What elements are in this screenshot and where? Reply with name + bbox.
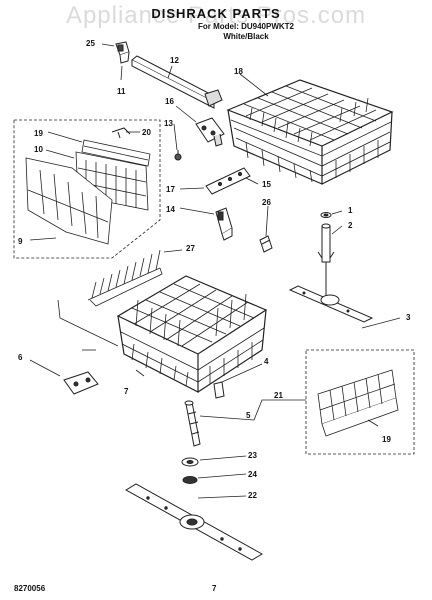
callout-26: 26 [262, 198, 271, 207]
diagram-title: DISHRACK PARTS [151, 6, 281, 21]
dashed-group-box [13, 119, 161, 259]
callout-24: 24 [248, 470, 257, 479]
part-7-lower-rack [116, 275, 268, 393]
callout-15: 15 [262, 180, 271, 189]
callout-11: 11 [117, 87, 126, 96]
part-20-latch [111, 127, 131, 139]
part-23-washer [181, 457, 199, 467]
callout-19-upper: 19 [34, 129, 43, 138]
callout-12: 12 [170, 56, 179, 65]
callout-4: 4 [264, 357, 269, 366]
callout-19-lower: 19 [382, 435, 391, 444]
callout-1: 1 [348, 206, 353, 215]
part-26-clip [259, 235, 273, 253]
part-22-lower-spray-arm [125, 483, 263, 561]
callout-16: 16 [165, 97, 174, 106]
callout-2: 2 [348, 221, 353, 230]
footer-code: 8270056 [14, 584, 46, 593]
callout-10: 10 [34, 145, 43, 154]
model-subtitle: For Model: DU940PWKT2 [197, 22, 294, 31]
callout-20: 20 [142, 128, 151, 137]
part-14-bracket [215, 207, 233, 241]
part-27-tines [87, 249, 163, 307]
part-9-basket-body [25, 157, 113, 245]
callout-14: 14 [166, 205, 175, 214]
callout-18: 18 [234, 67, 243, 76]
part-5-tube [184, 400, 201, 447]
part-2-manifold [317, 223, 335, 263]
callout-23: 23 [248, 451, 257, 460]
part-25-clip [115, 41, 130, 64]
part-1-nut [320, 212, 332, 218]
callout-5: 5 [246, 411, 251, 420]
part-24-ring [182, 476, 198, 484]
part-4-wheel [213, 381, 225, 399]
callout-27: 27 [186, 244, 195, 253]
callout-numbers: 25 11 12 16 13 18 19 20 10 15 17 14 26 2… [18, 39, 411, 500]
part-3-upper-spray-arm [288, 262, 374, 323]
color-subtitle: White/Black [223, 32, 269, 41]
callout-13: 13 [164, 119, 173, 128]
watermark: Appliance Parts Pros.com [65, 2, 367, 29]
part-13-screw [174, 150, 182, 161]
leader-lines [29, 43, 401, 499]
callout-3: 3 [406, 313, 411, 322]
part-19-cover [81, 139, 151, 167]
callout-7: 7 [124, 387, 129, 396]
callout-6: 6 [18, 353, 23, 362]
part-19-cutlery-basket [317, 369, 399, 437]
part-12-rail [131, 55, 223, 109]
part-21-box [305, 349, 415, 455]
callout-22: 22 [248, 491, 257, 500]
part-18-upper-rack [226, 79, 394, 185]
callout-21: 21 [274, 391, 283, 400]
part-16-bracket [195, 117, 225, 147]
callout-9: 9 [18, 237, 23, 246]
callout-25: 25 [86, 39, 95, 48]
callout-17: 17 [166, 185, 175, 194]
page-number: 7 [212, 584, 217, 593]
part-15-rail-adjuster [205, 167, 251, 195]
part-6-stop [63, 371, 99, 395]
